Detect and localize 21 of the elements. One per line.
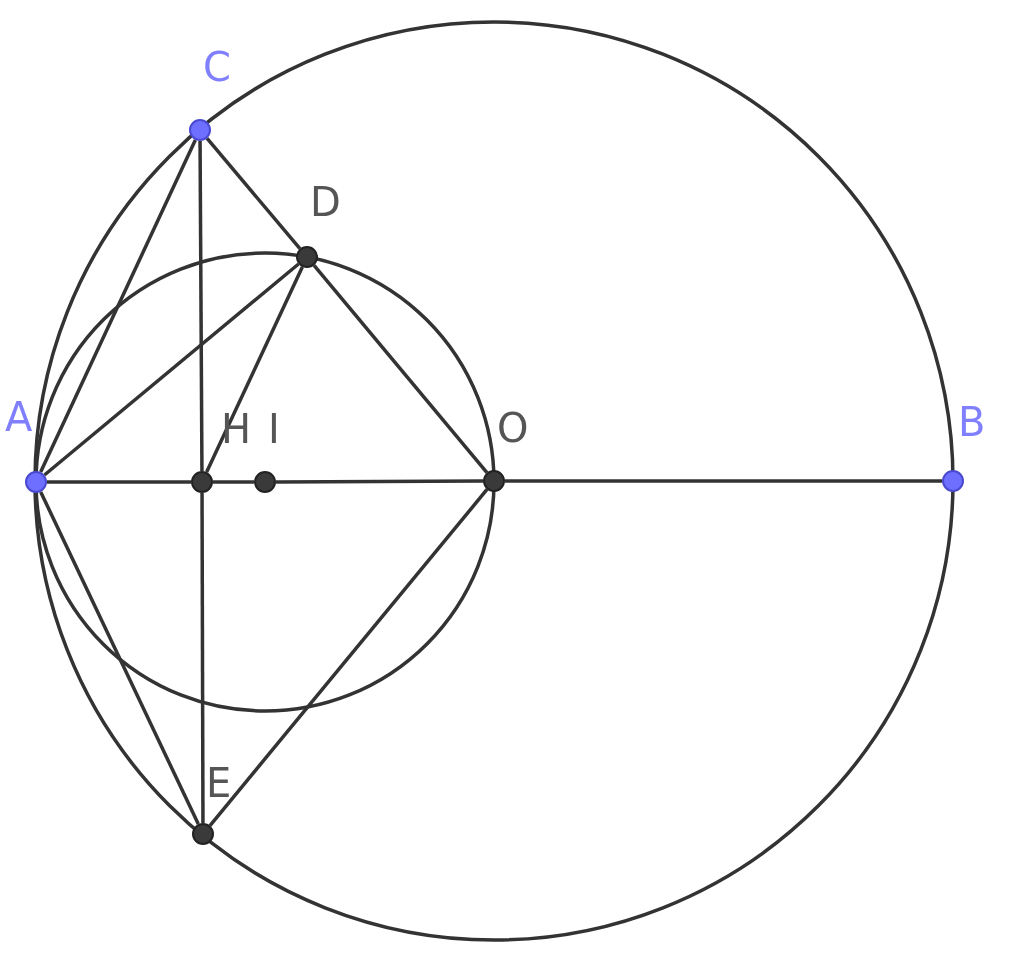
line-segment (208, 488, 489, 827)
point-label: I (268, 409, 280, 449)
point-label: C (203, 47, 231, 87)
line-segment (205, 266, 304, 473)
point-label: O (497, 408, 529, 448)
line-segment (39, 139, 197, 473)
point-label: A (5, 397, 33, 437)
point-label: E (206, 763, 232, 803)
line-segment (47, 480, 191, 484)
line-segment (276, 479, 483, 484)
line-segment (205, 137, 302, 250)
line-segment (198, 141, 204, 471)
line-segment (200, 493, 205, 823)
line-segment (505, 479, 942, 483)
point-label: H (221, 409, 252, 449)
line-segment (39, 491, 200, 825)
line-segment (43, 262, 300, 477)
line-segment (312, 264, 489, 474)
line-segment (213, 480, 254, 484)
point-label: B (958, 402, 986, 442)
point-label: D (310, 182, 341, 222)
